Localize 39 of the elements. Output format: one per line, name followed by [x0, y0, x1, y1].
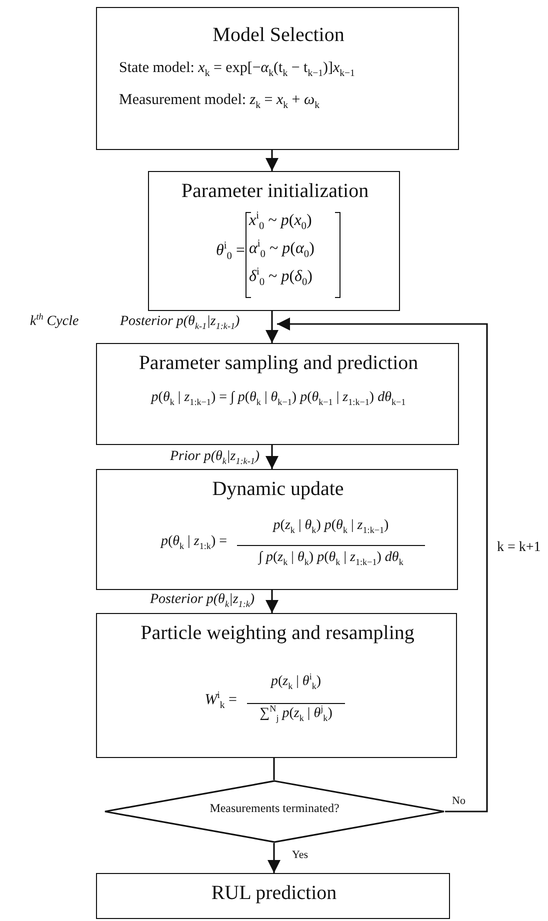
process-box: [148, 171, 400, 311]
denominator-text: ∫ p(z$_{k}$ | θ$_{k}$) p(θ$_{k}$ | z$_{1:k−1}$) dθ$_{k}$: [257, 550, 404, 566]
process-box: [96, 873, 450, 919]
edge-label: No: [452, 795, 466, 808]
denominator-text: ∑$^{N}$$_{j}$ p(z$_{k}$ | θ$^{j}$$_{k}$): [258, 706, 334, 722]
formula-text: θ$^{i}$$_{0}$ =: [215, 242, 245, 260]
title-text: Parameter sampling and prediction: [138, 352, 420, 375]
arrow: [266, 150, 278, 171]
matrix-entry: α$^{i}$$_{0}$ ~ p(α$_{0}$): [249, 240, 316, 258]
matrix-entry: δ$^{i}$$_{0}$ ~ p(δ$_{0}$): [249, 268, 314, 286]
numerator-text: p(z$_{k}$ | θ$^{i}$$_{k}$): [269, 674, 322, 690]
formula-text: W$^{i}$$_{k}$ =: [204, 692, 237, 710]
arrow: [277, 318, 488, 812]
formula-text: p(θ$_{k}$ | z$_{1:k−1}$) = ∫ p(θ$_{k}$ | θ$_{k−1}$) p(θ$_{k−1}$ | z$_{1:k−1}$) dθ$_{k−1}$: [150, 390, 407, 406]
annotation-text: k$^{th}$ Cycle: [30, 314, 79, 330]
title-text: Parameter initialization: [180, 180, 370, 203]
question-text: Measurements terminated?: [208, 802, 340, 816]
edge-label: Prior p(θ$_{k}$|z$_{1:k-1}$): [170, 449, 260, 464]
edge-label: Yes: [292, 849, 308, 862]
arrow: [268, 843, 280, 873]
title-text: RUL prediction: [210, 882, 338, 905]
process-box: [96, 469, 458, 590]
matrix-entry: x$^{i}$$_{0}$ ~ p(x$_{0}$): [249, 212, 313, 230]
decision-diamond: [104, 780, 445, 843]
arrow: [266, 445, 278, 469]
formula-text: State model: x$_{k}$ = exp[−α$_{k}$(t$_{k}$ − t$_{k−1}$)]x$_{k−1}$: [119, 60, 356, 78]
title-text: Model Selection: [212, 24, 346, 47]
formula-text: p(θ$_{k}$ | z$_{1:k}$) =: [159, 534, 227, 550]
formula-text: Measurement model: z$_{k}$ = x$_{k}$ + ω$_{k}$: [119, 92, 320, 110]
title-text: Particle weighting and resampling: [140, 622, 416, 645]
arrow: [266, 590, 278, 613]
process-box: [96, 613, 457, 758]
process-box: [96, 7, 459, 150]
edge-label: Posterior p(θ$_{k-1}$|z$_{1:k-1}$): [120, 314, 240, 330]
numerator-text: p(z$_{k}$ | θ$_{k}$) p(θ$_{k}$ | z$_{1:k−1}$): [272, 518, 390, 534]
title-text: Dynamic update: [211, 478, 345, 501]
process-box: [96, 343, 459, 445]
arrow: [266, 311, 278, 343]
edge-label: Posterior p(θ$_{k}$|z$_{1:k}$): [150, 592, 255, 608]
